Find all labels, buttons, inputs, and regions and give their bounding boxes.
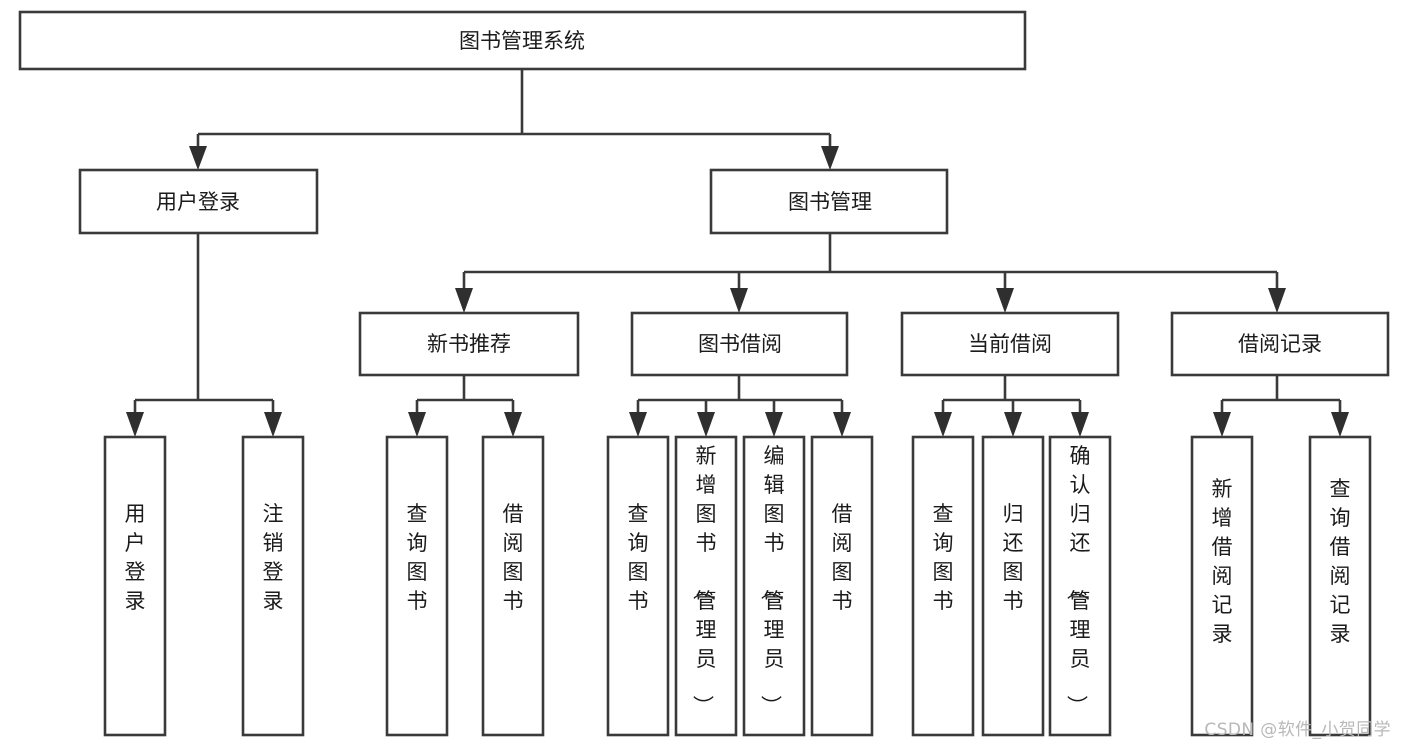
leaf-add-book[interactable]: 新增图书（管理员） xyxy=(674,435,738,737)
leaf-query-book-3-label: 查询图书 xyxy=(933,502,954,613)
leaf-query-book-1-label: 查询图书 xyxy=(407,502,428,613)
leaf-confirm-return-label: 确认归还（管理员） xyxy=(1065,444,1091,716)
node-user-login-box[interactable] xyxy=(78,168,319,235)
node-borrow-record-box[interactable] xyxy=(1170,311,1390,377)
leaf-add-record-box[interactable] xyxy=(1190,435,1254,737)
arrow-icon-book-management xyxy=(821,146,839,170)
leaf-query-book-1-box[interactable] xyxy=(385,435,449,737)
arrow-icon-leaf-borrow-book-2 xyxy=(833,412,851,437)
arrow-icon-leaf-add-book xyxy=(697,412,715,437)
leaf-borrow-book-1-box[interactable] xyxy=(481,435,545,737)
arrow-icon-leaf-query-book-3 xyxy=(934,412,952,437)
node-root-label: 图书管理系统 xyxy=(459,29,585,53)
arrow-icon-leaf-confirm-return xyxy=(1071,412,1089,437)
arrow-icon-leaf-borrow-book-1 xyxy=(504,412,522,437)
leaf-return-book-label: 归还图书 xyxy=(1003,502,1024,613)
leaf-edit-book-box[interactable] xyxy=(742,435,806,737)
arrow-icon-user-login xyxy=(189,146,207,170)
node-user-login[interactable]: 用户登录 xyxy=(78,168,319,235)
leaf-add-book-label: 新增图书（管理员） xyxy=(691,444,717,716)
arrow-icon-leaf-logout-login xyxy=(264,412,282,437)
leaf-query-book-1[interactable]: 查询图书 xyxy=(385,435,449,737)
leaf-query-book-2-label: 查询图书 xyxy=(628,502,649,613)
leaf-query-book-3-box[interactable] xyxy=(911,435,975,737)
node-new-book-recommend[interactable]: 新书推荐 xyxy=(358,311,580,377)
leaf-add-record[interactable]: 新增借阅记录 xyxy=(1190,435,1254,737)
node-root-box[interactable] xyxy=(18,10,1027,71)
leaf-borrow-book-2-box[interactable] xyxy=(810,435,874,737)
leaf-query-record-label: 查询借阅记录 xyxy=(1330,477,1351,646)
node-book-management-box[interactable] xyxy=(709,168,949,235)
arrow-icon-leaf-return-book xyxy=(1004,412,1022,437)
node-book-management-label: 图书管理 xyxy=(788,190,872,214)
arrow-icon-leaf-query-record xyxy=(1331,412,1349,437)
leaf-user-login[interactable]: 用户登录 xyxy=(103,435,167,737)
arrowhead-layer xyxy=(126,146,1349,437)
leaf-confirm-return-box[interactable] xyxy=(1048,435,1112,737)
leaf-logout-login-box[interactable] xyxy=(241,435,305,737)
leaf-logout-login-label: 注销登录 xyxy=(263,502,284,613)
leaf-query-book-2[interactable]: 查询图书 xyxy=(606,435,670,737)
leaf-return-book-box[interactable] xyxy=(981,435,1045,737)
leaf-query-book-3[interactable]: 查询图书 xyxy=(911,435,975,737)
leaf-user-login-box[interactable] xyxy=(103,435,167,737)
arrow-icon-leaf-query-book-1 xyxy=(408,412,426,437)
node-borrow-record-label: 借阅记录 xyxy=(1238,332,1322,356)
leaf-add-book-box[interactable] xyxy=(674,435,738,737)
leaf-return-book[interactable]: 归还图书 xyxy=(981,435,1045,737)
leaf-user-login-label: 用户登录 xyxy=(125,502,146,613)
leaf-add-record-label: 新增借阅记录 xyxy=(1212,477,1233,646)
node-current-borrow[interactable]: 当前借阅 xyxy=(900,311,1120,377)
arrow-icon-leaf-user-login xyxy=(126,412,144,437)
node-user-login-label: 用户登录 xyxy=(156,190,240,214)
leaf-edit-book-label: 编辑图书（管理员） xyxy=(759,444,785,716)
node-current-borrow-box[interactable] xyxy=(900,311,1120,377)
node-new-book-recommend-label: 新书推荐 xyxy=(427,332,511,356)
arrow-icon-leaf-query-book-2 xyxy=(629,412,647,437)
arrow-icon-book-borrow xyxy=(730,288,748,313)
node-new-book-recommend-box[interactable] xyxy=(358,311,580,377)
leaf-borrow-book-2-label: 借阅图书 xyxy=(832,502,853,613)
arrow-icon-leaf-add-record xyxy=(1213,412,1231,437)
node-book-management[interactable]: 图书管理 xyxy=(709,168,949,235)
leaf-borrow-book-2[interactable]: 借阅图书 xyxy=(810,435,874,737)
arrow-icon-leaf-edit-book xyxy=(765,412,783,437)
leaf-edit-book[interactable]: 编辑图书（管理员） xyxy=(742,435,806,737)
arrow-icon-borrow-record xyxy=(1268,288,1286,313)
node-book-borrow-label: 图书借阅 xyxy=(698,332,782,356)
leaf-borrow-book-1-label: 借阅图书 xyxy=(503,502,524,613)
leaf-confirm-return[interactable]: 确认归还（管理员） xyxy=(1048,435,1112,737)
leaf-query-record[interactable]: 查询借阅记录 xyxy=(1308,435,1372,737)
watermark-text: CSDN @软件_小贺同学 xyxy=(1204,720,1391,740)
node-current-borrow-label: 当前借阅 xyxy=(968,332,1052,356)
node-borrow-record[interactable]: 借阅记录 xyxy=(1170,311,1390,377)
arrow-icon-current-borrow xyxy=(996,288,1014,313)
leaf-borrow-book-1[interactable]: 借阅图书 xyxy=(481,435,545,737)
leaf-query-record-box[interactable] xyxy=(1308,435,1372,737)
arrow-icon-new-book-recommend xyxy=(455,288,473,313)
node-root[interactable]: 图书管理系统 xyxy=(18,10,1027,71)
leaf-query-book-2-box[interactable] xyxy=(606,435,670,737)
leaf-logout-login[interactable]: 注销登录 xyxy=(241,435,305,737)
node-book-borrow[interactable]: 图书借阅 xyxy=(630,311,849,377)
node-book-borrow-box[interactable] xyxy=(630,311,849,377)
